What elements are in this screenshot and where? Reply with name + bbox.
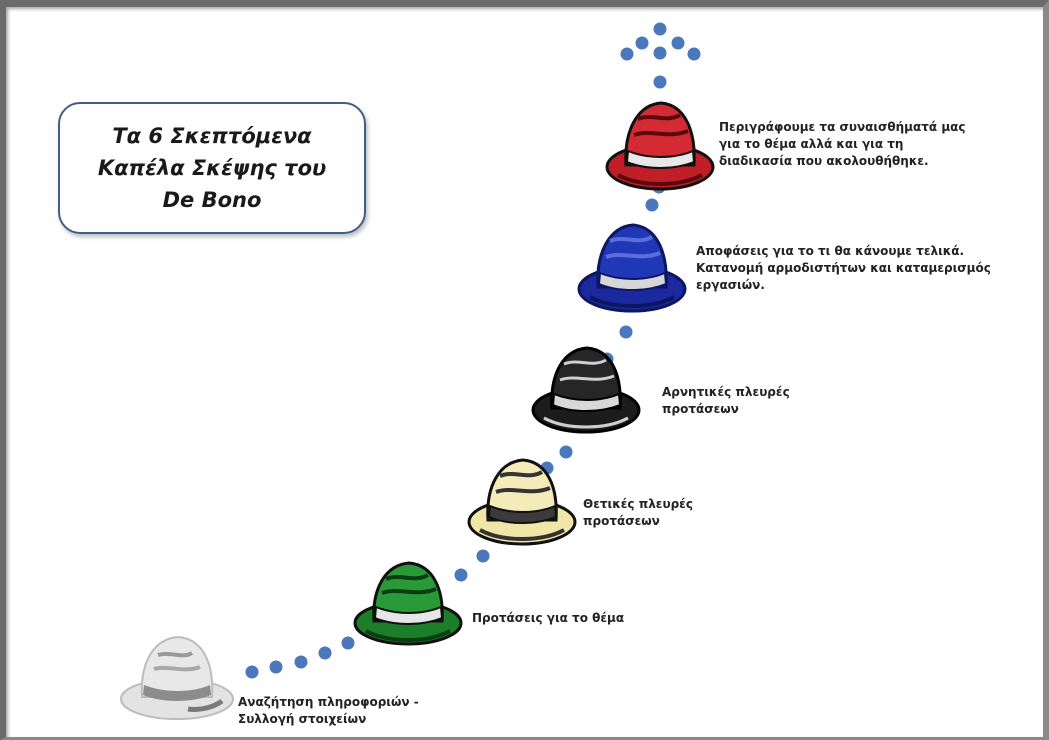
label-line: για το θέμα αλλά και για τη (719, 137, 904, 151)
path-dot (476, 549, 490, 563)
blue-hat-icon (577, 223, 687, 313)
title-line-3: De Bono (162, 188, 262, 212)
label-line: προτάσεων (583, 514, 660, 528)
label-yellow-hat: Θετικές πλευρές προτάσεων (583, 496, 693, 530)
label-line: εργασιών. (696, 278, 765, 292)
path-dot (671, 36, 685, 50)
label-line: Κατανομή αρμοδιστήτων και καταμερισμός (696, 261, 991, 275)
label-line: Αναζήτηση πληροφοριών - (238, 695, 419, 709)
label-line: Αποφάσεις για το τι θα κάνουμε τελικά. (696, 244, 965, 258)
title-line-1: Τα 6 Σκεπτόμενα (112, 124, 312, 148)
label-line: Περιγράφουμε τα συναισθήματά μας (719, 120, 966, 134)
label-line: Θετικές πλευρές (583, 497, 693, 511)
path-dot (294, 655, 308, 669)
label-line: Συλλογή στοιχείων (238, 712, 367, 726)
path-dot (341, 636, 355, 650)
red-hat-icon (605, 101, 715, 191)
path-dot (645, 198, 659, 212)
green-hat-icon (353, 561, 463, 646)
label-line: Προτάσεις για το θέμα (472, 611, 625, 625)
path-dot (269, 660, 283, 674)
label-line: διαδικασία που ακολουθήθηκε. (719, 154, 929, 168)
path-dot (454, 568, 468, 582)
label-green-hat: Προτάσεις για το θέμα (472, 610, 624, 627)
path-dot (318, 646, 332, 660)
path-dot (245, 665, 259, 679)
label-white-hat: Αναζήτηση πληροφοριών - Συλλογή στοιχείω… (238, 694, 419, 728)
black-hat-icon (531, 346, 641, 434)
path-dot (653, 22, 667, 36)
path-dot (687, 47, 701, 61)
yellow-hat-icon (467, 458, 577, 546)
label-line: προτάσεων (662, 402, 739, 416)
white-hat-icon (120, 635, 234, 720)
title-line-2: Καπέλα Σκέψης του (97, 156, 327, 180)
label-blue-hat: Αποφάσεις για το τι θα κάνουμε τελικά. Κ… (696, 243, 991, 294)
path-dot (559, 445, 573, 459)
label-red-hat: Περιγράφουμε τα συναισθήματά μας για το … (719, 119, 966, 170)
path-dot (653, 46, 667, 60)
path-dot (653, 75, 667, 89)
label-line: Αρνητικές πλευρές (662, 385, 790, 399)
path-dot (620, 47, 634, 61)
path-dot (619, 325, 633, 339)
dotted-path (245, 22, 701, 679)
title-box: Τα 6 Σκεπτόμενα Καπέλα Σκέψης του De Bon… (58, 102, 366, 234)
path-dot (635, 36, 649, 50)
label-black-hat: Αρνητικές πλευρές προτάσεων (662, 384, 790, 418)
